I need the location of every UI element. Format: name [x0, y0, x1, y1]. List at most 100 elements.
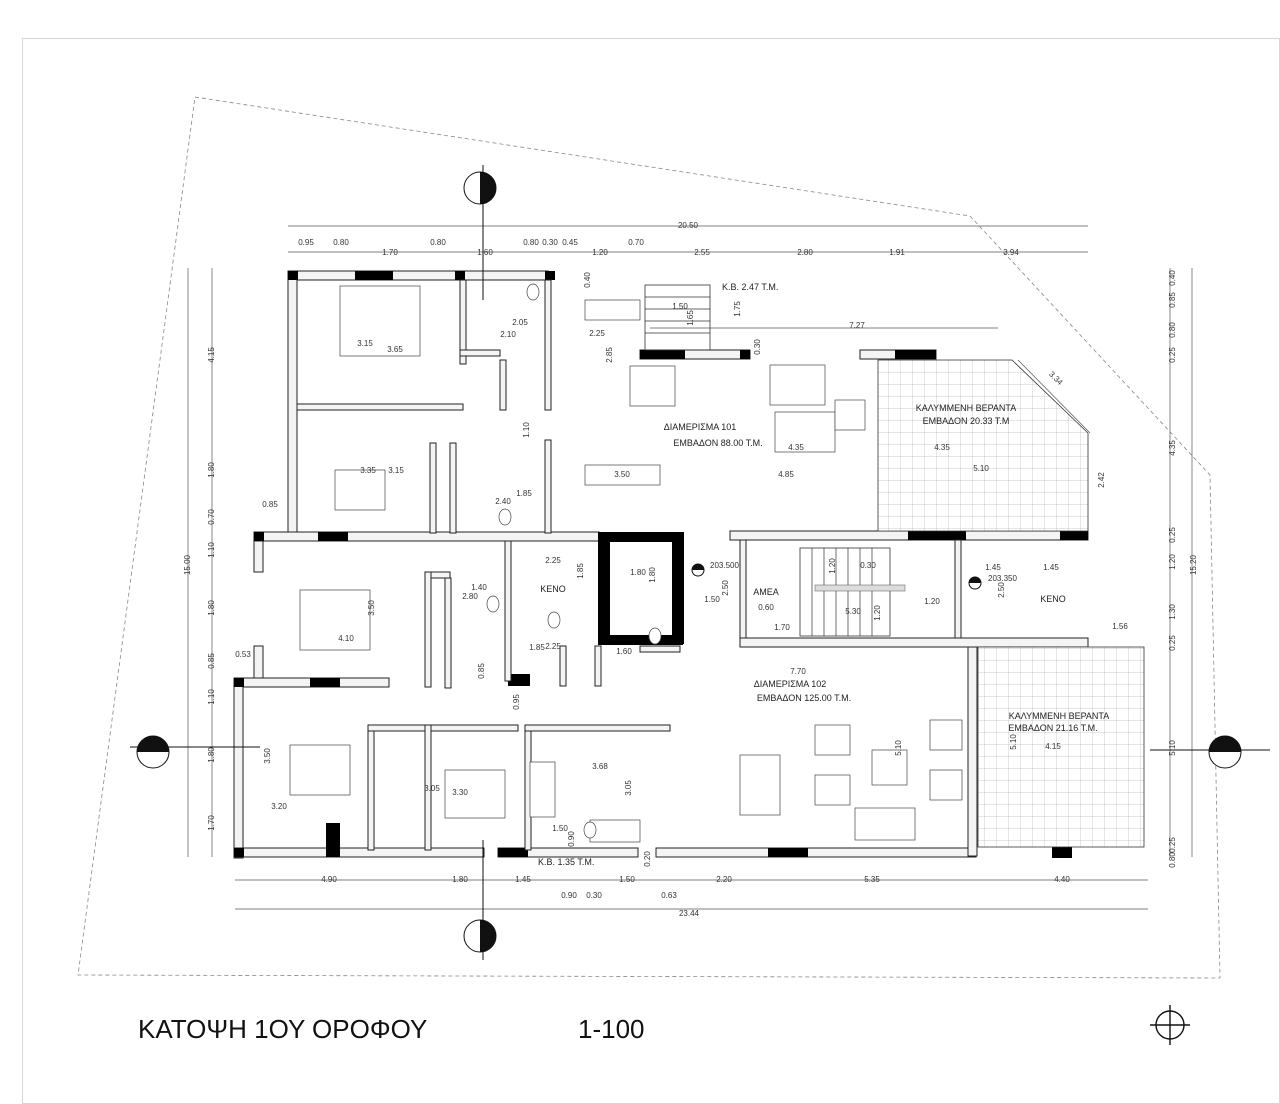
dim-right: 1.20 [1168, 554, 1177, 570]
dim-right: 0.80 [1168, 852, 1177, 868]
dim-left: 1.80 [207, 747, 216, 763]
dim-top: 1.91 [889, 248, 905, 257]
dim-interior: 0.30 [860, 561, 876, 570]
dim-bottom-sub: 0.63 [661, 891, 677, 900]
dimension-lines [187, 225, 1193, 910]
dim-interior: 4.35 [934, 443, 950, 452]
dim-right: 0.25 [1168, 527, 1177, 543]
storage-top-label: Κ.Β. 2.47 Τ.Μ. [722, 282, 778, 292]
plot-boundary [77, 96, 1221, 979]
dim-top: 0.80 [333, 238, 349, 247]
section-marker-right [1208, 735, 1242, 769]
level-markers [691, 563, 982, 590]
void-label-1: ΚΕΝΟ [540, 584, 566, 594]
staircase [644, 284, 906, 637]
dim-interior: 3.68 [592, 762, 608, 771]
dim-interior: 4.85 [778, 470, 794, 479]
dim-interior: 5.10 [894, 740, 903, 756]
dim-interior: 0.95 [512, 694, 521, 710]
dim-interior: 3.15 [388, 466, 404, 475]
dim-top: 2.80 [797, 248, 813, 257]
dim-interior: 2.25 [545, 556, 561, 565]
dim-top: 3.94 [1003, 248, 1019, 257]
dim-interior: 0.30 [753, 339, 762, 355]
dim-interior: 1.45 [1043, 563, 1059, 572]
dim-interior: 1.20 [828, 558, 837, 574]
dim-interior: 2.85 [605, 347, 614, 363]
apartment-102-area: ΕΜΒΑΔΟΝ 125.00 Τ.Μ. [757, 693, 851, 703]
dim-interior: 1.40 [471, 583, 487, 592]
dim-interior: 3.50 [614, 470, 630, 479]
dim-left-extra: 0.85 [262, 500, 278, 509]
dim-left: 1.80 [207, 462, 216, 478]
dim-interior: 1.70 [774, 623, 790, 632]
dim-right-total: 15.20 [1189, 554, 1198, 575]
dim-interior: 4.35 [788, 443, 804, 452]
dim-diagonal: 2.42 [1097, 472, 1106, 488]
dim-bottom: 5.35 [864, 875, 880, 884]
dim-right: 1.30 [1168, 604, 1177, 620]
dim-interior: 1.10 [522, 422, 531, 438]
dim-interior: 3.15 [357, 339, 373, 348]
accessible-wc-label: ΑΜΕΑ [753, 587, 779, 597]
dim-bottom: 4.90 [321, 875, 337, 884]
dim-right: 4.35 [1168, 440, 1177, 456]
dim-interior: 2.50 [997, 582, 1006, 598]
dim-left-total: 15.00 [183, 554, 192, 575]
veranda-101-area: ΕΜΒΑΔΟΝ 20.33 Τ.Μ [923, 416, 1010, 426]
void-label-2: ΚΕΝΟ [1040, 594, 1066, 604]
section-marker-top [463, 171, 497, 205]
dim-top: 0.80 [523, 238, 539, 247]
dim-interior: 1.85 [529, 643, 545, 652]
drawing-scale: 1-100 [578, 1014, 645, 1044]
dim-interior: 0.90 [567, 831, 576, 847]
dim-top: 0.45 [562, 238, 578, 247]
dimension-texts: 20.50 0.95 0.80 1.70 0.80 1.60 0.80 0.30… [183, 221, 1198, 918]
dim-interior: 4.15 [1045, 742, 1061, 751]
dim-left-extra: 0.53 [235, 650, 251, 659]
drawing-sheet [22, 38, 1280, 1104]
dim-interior: 1.85 [576, 563, 585, 579]
dim-right: 0.25 [1168, 837, 1177, 853]
columns [234, 271, 1088, 858]
veranda-102-name: ΚΑΛΥΜΜΕΝΗ ΒΕΡΑΝΤΑ [1009, 711, 1110, 721]
dim-interior: 0.85 [477, 663, 486, 679]
dim-interior: 1.60 [616, 647, 632, 656]
dim-interior: 2.25 [545, 642, 561, 651]
dim-left: 4.15 [207, 347, 216, 363]
apartment-101-area: ΕΜΒΑΔΟΝ 88.00 Τ.Μ. [673, 438, 762, 448]
dim-right: 0.40 [1168, 270, 1177, 286]
interior-walls [296, 279, 962, 851]
dim-interior: 7.70 [790, 667, 806, 676]
dim-interior: 2.40 [495, 497, 511, 506]
dim-interior: 2.10 [500, 330, 516, 339]
dim-top: 1.20 [592, 248, 608, 257]
veranda-102-area: ΕΜΒΑΔΟΝ 21.16 Τ.Μ. [1008, 723, 1097, 733]
dim-bottom-total: 23.44 [679, 909, 700, 918]
dim-diagonal: 3.34 [1047, 370, 1065, 388]
dim-top: 0.80 [430, 238, 446, 247]
section-marker-left [136, 735, 170, 769]
dim-interior: 1.80 [630, 568, 646, 577]
dim-bottom: 1.45 [515, 875, 531, 884]
dim-interior: 3.50 [263, 748, 272, 764]
dim-interior: 0.40 [583, 272, 592, 288]
dim-right: 0.85 [1168, 292, 1177, 308]
dim-left: 0.85 [207, 653, 216, 669]
dim-interior: 1.75 [733, 301, 742, 317]
dim-interior: 1.85 [516, 489, 532, 498]
dim-left: 1.70 [207, 815, 216, 831]
dim-interior: 3.30 [452, 788, 468, 797]
dim-bottom-sub: 0.30 [586, 891, 602, 900]
level-label-1: 203.500 [710, 561, 739, 570]
dim-left: 1.10 [207, 542, 216, 558]
dim-right: 0.80 [1168, 322, 1177, 338]
dim-interior: 1.50 [552, 824, 568, 833]
dim-right: 5.10 [1168, 740, 1177, 756]
dim-interior: 3.50 [367, 600, 376, 616]
dim-top: 0.95 [298, 238, 314, 247]
apartment-102-name: ΔΙΑΜΕΡΙΣΜΑ 102 [754, 679, 827, 689]
dim-bottom-sub: 0.90 [561, 891, 577, 900]
